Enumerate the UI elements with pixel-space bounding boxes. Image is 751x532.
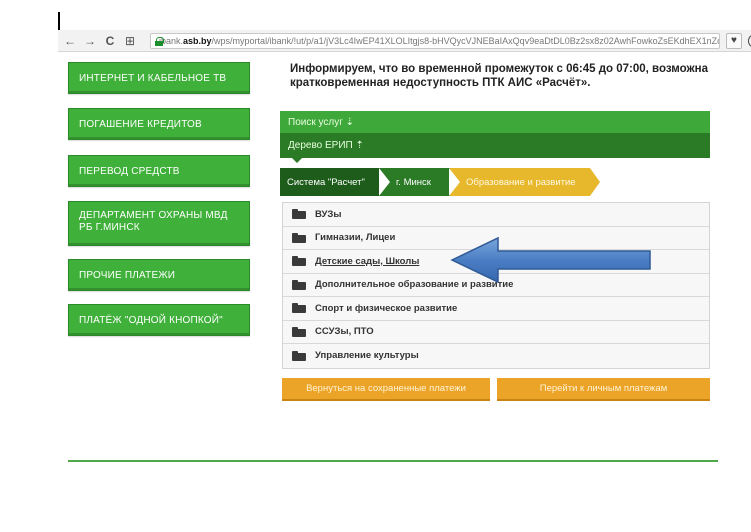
search-services-toggle[interactable]: Поиск услуг ⇣ bbox=[280, 111, 710, 133]
category-sport[interactable]: Спорт и физическое развитие bbox=[283, 297, 709, 321]
apps-icon[interactable]: ⊞ bbox=[124, 33, 136, 48]
search-services-label: Поиск услуг ⇣ bbox=[288, 116, 355, 128]
breadcrumb-minsk[interactable]: г. Минск bbox=[379, 168, 460, 196]
breadcrumb-system-raschet[interactable]: Система "Расчет" bbox=[280, 168, 390, 196]
button-label: Вернуться на сохраненные платежи bbox=[306, 383, 466, 394]
sidebar-item-label: ИНТЕРНЕТ И КАБЕЛЬНОЕ ТВ bbox=[79, 72, 227, 84]
category-label: Спорт и физическое развитие bbox=[315, 302, 458, 314]
folder-icon bbox=[292, 350, 306, 361]
folder-icon bbox=[292, 326, 306, 337]
erip-tree-label: Дерево ЕРИП ⇡ bbox=[288, 140, 364, 151]
breadcrumb-label: Образование и развитие bbox=[466, 176, 576, 188]
folder-icon bbox=[292, 303, 306, 314]
sidebar-item-one-button-payment[interactable]: ПЛАТЁЖ "ОДНОЙ КНОПКОЙ" bbox=[68, 304, 250, 336]
back-icon[interactable]: ← bbox=[64, 33, 76, 48]
sidebar-item-loan-repayment[interactable]: ПОГАШЕНИЕ КРЕДИТОВ bbox=[68, 108, 250, 140]
maintenance-notice: Информируем, что во временной промежуток… bbox=[290, 63, 708, 89]
annotation-arrow-icon bbox=[450, 236, 651, 284]
category-additional-education[interactable]: Дополнительное образование и развитие bbox=[283, 274, 709, 297]
url-path: /wps/myportal/ibank/!ut/p/a1/jV3Lc4IwEP4… bbox=[211, 36, 720, 46]
erip-tree-toggle[interactable]: Дерево ЕРИП ⇡ bbox=[280, 133, 710, 163]
breadcrumb-education[interactable]: Образование и развитие bbox=[449, 168, 600, 196]
sidebar-item-security-department[interactable]: ДЕПАРТАМЕНТ ОХРАНЫ МВД РБ Г.МИНСК bbox=[68, 201, 250, 246]
forward-icon[interactable]: → bbox=[84, 33, 96, 48]
sidebar-item-label: ДЕПАРТАМЕНТ ОХРАНЫ МВД РБ Г.МИНСК bbox=[79, 210, 228, 233]
category-label: Управление культуры bbox=[315, 350, 419, 362]
folder-icon bbox=[292, 256, 306, 267]
category-culture-department[interactable]: Управление культуры bbox=[283, 344, 709, 368]
category-label: Дополнительное образование и развитие bbox=[315, 279, 514, 291]
folder-icon bbox=[292, 232, 306, 243]
footer-divider bbox=[68, 460, 718, 462]
reload-icon[interactable]: C bbox=[105, 33, 115, 48]
button-label: Перейти к личным платежам bbox=[539, 383, 668, 394]
sidebar-item-label: ПЛАТЁЖ "ОДНОЙ КНОПКОЙ" bbox=[79, 314, 223, 326]
category-label: Детские сады, Школы bbox=[315, 255, 420, 267]
category-universities[interactable]: ВУЗы bbox=[283, 203, 709, 227]
return-saved-payments-button[interactable]: Вернуться на сохраненные платежи bbox=[282, 378, 490, 401]
url-prefix: ibank. bbox=[159, 36, 184, 46]
category-label: Гимназии, Лицеи bbox=[315, 232, 396, 244]
category-label: ВУЗы bbox=[315, 208, 342, 220]
go-personal-payments-button[interactable]: Перейти к личным платежам bbox=[497, 378, 710, 401]
text-cursor bbox=[58, 12, 60, 32]
favorite-heart-icon[interactable]: ♥ bbox=[726, 33, 742, 49]
sidebar-item-money-transfer[interactable]: ПЕРЕВОД СРЕДСТВ bbox=[68, 155, 250, 187]
tree-pointer bbox=[292, 158, 302, 163]
sidebar-item-label: ПРОЧИЕ ПЛАТЕЖИ bbox=[79, 269, 176, 281]
sidebar-item-label: ПЕРЕВОД СРЕДСТВ bbox=[79, 165, 180, 177]
sidebar-item-internet-tv[interactable]: ИНТЕРНЕТ И КАБЕЛЬНОЕ ТВ bbox=[68, 62, 250, 94]
url-host: asb.by bbox=[183, 36, 212, 46]
folder-icon bbox=[292, 279, 306, 290]
category-label: ССУЗы, ПТО bbox=[315, 326, 374, 338]
breadcrumb-label: г. Минск bbox=[396, 176, 431, 188]
category-colleges[interactable]: ССУЗы, ПТО bbox=[283, 321, 709, 344]
breadcrumb-label: Система "Расчет" bbox=[287, 176, 365, 188]
breadcrumb-arrow bbox=[590, 168, 600, 196]
browser-toolbar: ← → C ⊞ ibank.asb.by/wps/myportal/ibank/… bbox=[58, 30, 751, 52]
folder-icon bbox=[292, 209, 306, 220]
breadcrumb-separator bbox=[379, 168, 390, 196]
address-bar[interactable]: ibank.asb.by/wps/myportal/ibank/!ut/p/a1… bbox=[150, 33, 720, 49]
category-list: ВУЗы Гимназии, Лицеи Детские сады, Школы… bbox=[282, 202, 710, 369]
sidebar-item-other-payments[interactable]: ПРОЧИЕ ПЛАТЕЖИ bbox=[68, 259, 250, 291]
sidebar-item-label: ПОГАШЕНИЕ КРЕДИТОВ bbox=[79, 118, 202, 130]
breadcrumb-separator bbox=[449, 168, 460, 196]
